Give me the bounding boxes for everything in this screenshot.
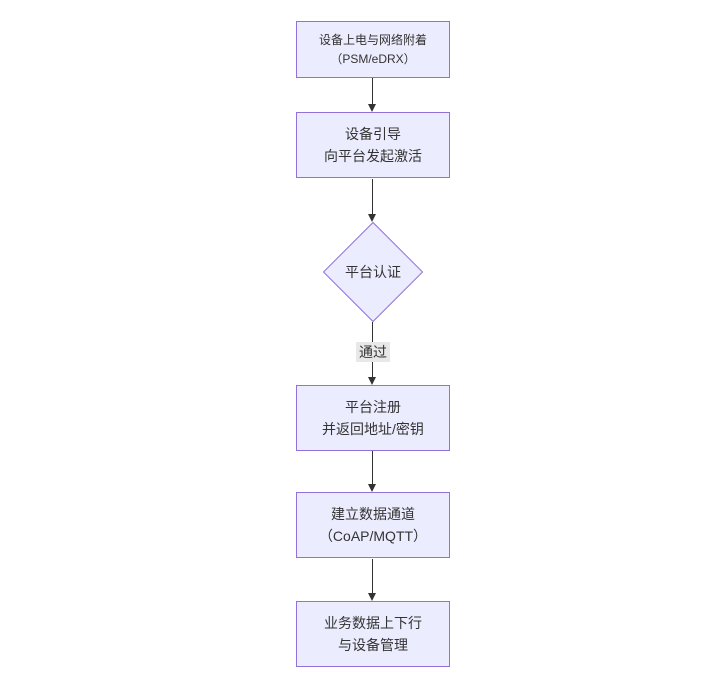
node-channel-line-2: （CoAP/MQTT） bbox=[318, 528, 428, 544]
node-attach-line-1: 设备上电与网络附着 bbox=[318, 32, 427, 47]
flowchart-node-business: 业务数据上下行 与设备管理 bbox=[296, 601, 450, 667]
flowchart-node-attach: 设备上电与网络附着 （PSM/eDRX） bbox=[296, 21, 450, 78]
flowchart-node-auth-decision: 平台认证 bbox=[322, 221, 424, 323]
arrowhead-down-icon bbox=[368, 377, 376, 385]
node-channel-line-1: 建立数据通道 bbox=[331, 506, 415, 522]
node-auth-label: 平台认证 bbox=[345, 264, 401, 280]
arrowhead-down-icon bbox=[368, 484, 376, 492]
node-register-line-1: 平台注册 bbox=[345, 399, 401, 415]
edge-register-to-channel bbox=[372, 451, 373, 485]
arrowhead-down-icon bbox=[368, 104, 376, 112]
node-business-line-2: 与设备管理 bbox=[338, 637, 408, 653]
edge-label-pass: 通过 bbox=[356, 342, 390, 362]
edge-bootstrap-to-auth bbox=[372, 179, 373, 215]
edge-channel-to-business bbox=[372, 559, 373, 594]
flowchart-node-register: 平台注册 并返回地址/密钥 bbox=[296, 385, 450, 451]
edge-attach-to-bootstrap bbox=[372, 78, 373, 105]
node-register-line-2: 并返回地址/密钥 bbox=[322, 421, 424, 437]
node-attach-line-2: （PSM/eDRX） bbox=[330, 51, 416, 66]
flowchart-node-bootstrap: 设备引导 向平台发起激活 bbox=[296, 112, 450, 178]
node-bootstrap-line-1: 设备引导 bbox=[345, 126, 401, 142]
flowchart-node-channel: 建立数据通道 （CoAP/MQTT） bbox=[296, 492, 450, 558]
node-bootstrap-line-2: 向平台发起激活 bbox=[324, 148, 422, 164]
node-business-line-1: 业务数据上下行 bbox=[324, 615, 422, 631]
arrowhead-down-icon bbox=[368, 214, 376, 222]
arrowhead-down-icon bbox=[368, 593, 376, 601]
